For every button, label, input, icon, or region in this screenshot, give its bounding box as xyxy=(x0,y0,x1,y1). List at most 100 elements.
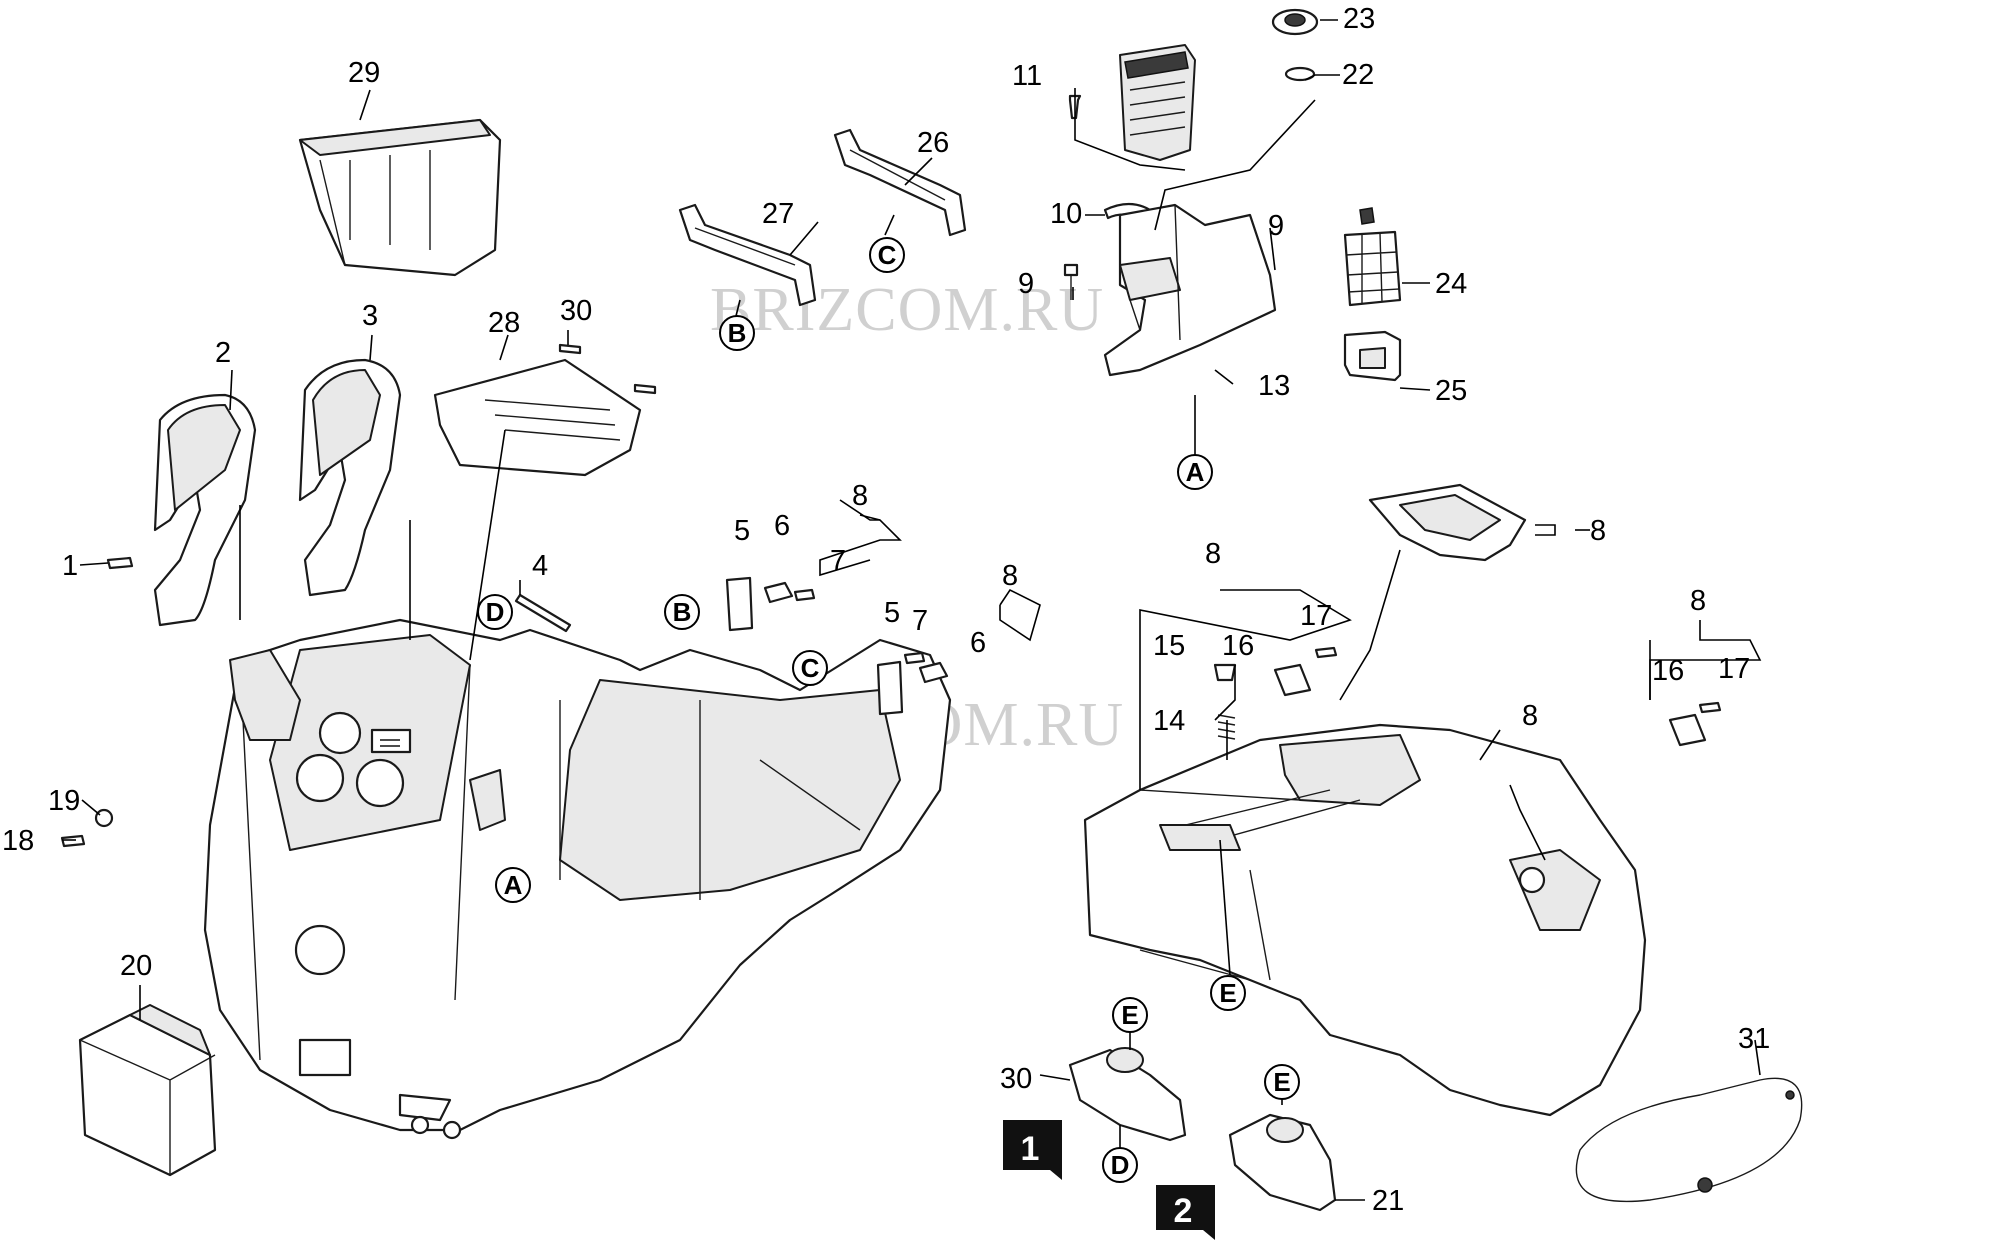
label-23: 25 xyxy=(1435,375,1467,407)
svg-text:1: 1 xyxy=(1021,1130,1040,1168)
watermark-top: BRIZCOM.RU xyxy=(710,276,1104,344)
label-8-e: 8 xyxy=(1690,585,1706,617)
label-3: 3 xyxy=(362,300,378,332)
label-9: 9 xyxy=(1268,210,1284,242)
part-16-hinge-right xyxy=(1668,713,1707,747)
label-29: 29 xyxy=(348,57,380,89)
ref-letter-C-left: C xyxy=(792,650,828,686)
part-26-bracket xyxy=(833,128,967,237)
part-3-handle xyxy=(298,358,402,597)
label-8-b: 8 xyxy=(1002,560,1018,592)
part-30-latch-fig2 xyxy=(1228,1113,1337,1212)
svg-text:C: C xyxy=(878,240,897,270)
part-1-screw xyxy=(106,556,134,570)
svg-text:E: E xyxy=(1121,1000,1138,1030)
ref-letter-B-left: B xyxy=(664,594,700,630)
ref-letter-E-hood: E xyxy=(1210,975,1246,1011)
ref-letter-A-top: A xyxy=(1177,454,1213,490)
label-17-mid: 17 xyxy=(1300,600,1332,632)
label-30-b: 21 xyxy=(1372,1185,1404,1217)
label-27: 27 xyxy=(762,198,794,230)
part-6-pin-left xyxy=(763,581,794,604)
part-13-control-housing xyxy=(1103,203,1277,377)
label-31: 31 xyxy=(1738,1023,1770,1055)
svg-text:B: B xyxy=(673,597,692,627)
label-16-right: 16 xyxy=(1652,655,1684,687)
svg-text:A: A xyxy=(1186,457,1205,487)
svg-text:E: E xyxy=(1219,978,1236,1008)
part-5-latch-left xyxy=(725,576,754,632)
label-6-b: 6 xyxy=(970,627,986,659)
label-19: 19 xyxy=(48,785,80,817)
ref-letter-E-fig1: E xyxy=(1112,997,1148,1033)
part-29-storage-tray xyxy=(298,118,502,277)
part-25-top-cover xyxy=(433,358,642,477)
label-8-c: 8 xyxy=(1205,538,1221,570)
label-4: 4 xyxy=(532,550,548,582)
label-13: 13 xyxy=(1258,370,1290,402)
part-16-hinge-mid xyxy=(1273,663,1312,697)
label-5-a: 5 xyxy=(734,515,750,547)
part-30-latch-fig1 xyxy=(1068,1047,1187,1142)
part-22-label-panel xyxy=(1343,207,1402,307)
part-5-latch-right xyxy=(876,660,904,716)
part-31-cable xyxy=(1575,1077,1803,1203)
figure-label-2: 2 xyxy=(1156,1185,1215,1240)
control-display-unit xyxy=(1119,44,1196,161)
label-18: 18 xyxy=(2,825,34,857)
label-1: 1 xyxy=(62,550,78,582)
ref-letter-A-left: A xyxy=(495,867,531,903)
svg-text:A: A xyxy=(504,870,523,900)
part-9-small-screw xyxy=(1063,263,1079,300)
label-8-a: 8 xyxy=(852,480,868,512)
label-8-tray: 8 xyxy=(1590,515,1606,547)
label-9-small: 9 xyxy=(1018,268,1034,300)
part-15-knob xyxy=(1213,663,1237,682)
label-8-d: 8 xyxy=(1522,700,1538,732)
label-7-b: 7 xyxy=(912,605,928,637)
part-7-screw-right xyxy=(903,651,926,665)
part-labels: 29 26 27 11 10 9 9 23 22 24 25 13 2 3 28… xyxy=(2,3,1770,1217)
ref-letter-D-left: D xyxy=(477,594,513,630)
part-19-washer xyxy=(94,808,114,828)
part-21-knob xyxy=(1271,8,1319,36)
label-14: 14 xyxy=(1153,705,1185,737)
part-7-screw-left xyxy=(793,588,816,602)
label-28: 30 xyxy=(560,295,592,327)
label-24: 20 xyxy=(120,950,152,982)
figure-label-1: 1 xyxy=(1003,1120,1062,1180)
part-18-screw xyxy=(60,834,86,848)
main-machine-body xyxy=(203,618,952,1140)
leader-lines xyxy=(62,19,1762,1201)
label-30-a: 30 xyxy=(1000,1063,1032,1095)
label-25: 28 xyxy=(488,307,520,339)
right-hood xyxy=(1083,723,1647,1117)
part-27-bracket xyxy=(678,203,817,307)
svg-text:C: C xyxy=(801,653,820,683)
part-2-handle xyxy=(153,393,257,627)
label-2: 2 xyxy=(215,337,231,369)
svg-text:E: E xyxy=(1273,1067,1290,1097)
svg-text:D: D xyxy=(1111,1150,1130,1180)
label-7-a: 7 xyxy=(830,545,846,577)
ref-letter-B-top: B xyxy=(719,315,755,351)
part-23-holder xyxy=(1343,330,1402,382)
ref-letter-C-top: C xyxy=(869,237,905,273)
ref-letter-E-fig2: E xyxy=(1264,1064,1300,1100)
label-10: 10 xyxy=(1050,198,1082,230)
label-11: 11 xyxy=(1012,60,1042,92)
svg-text:B: B xyxy=(728,318,747,348)
part-17-pin-right xyxy=(1698,701,1722,714)
part-28-bolts xyxy=(558,343,657,395)
part-20-o-ring xyxy=(1284,66,1316,82)
label-26: 26 xyxy=(917,127,949,159)
part-17-pin-mid xyxy=(1314,646,1338,659)
label-21: 23 xyxy=(1343,3,1375,35)
svg-text:2: 2 xyxy=(1174,1192,1193,1230)
label-5-b: 5 xyxy=(884,597,900,629)
label-20: 22 xyxy=(1342,59,1374,91)
label-22: 24 xyxy=(1435,268,1467,300)
part-8-tray xyxy=(1368,483,1527,562)
